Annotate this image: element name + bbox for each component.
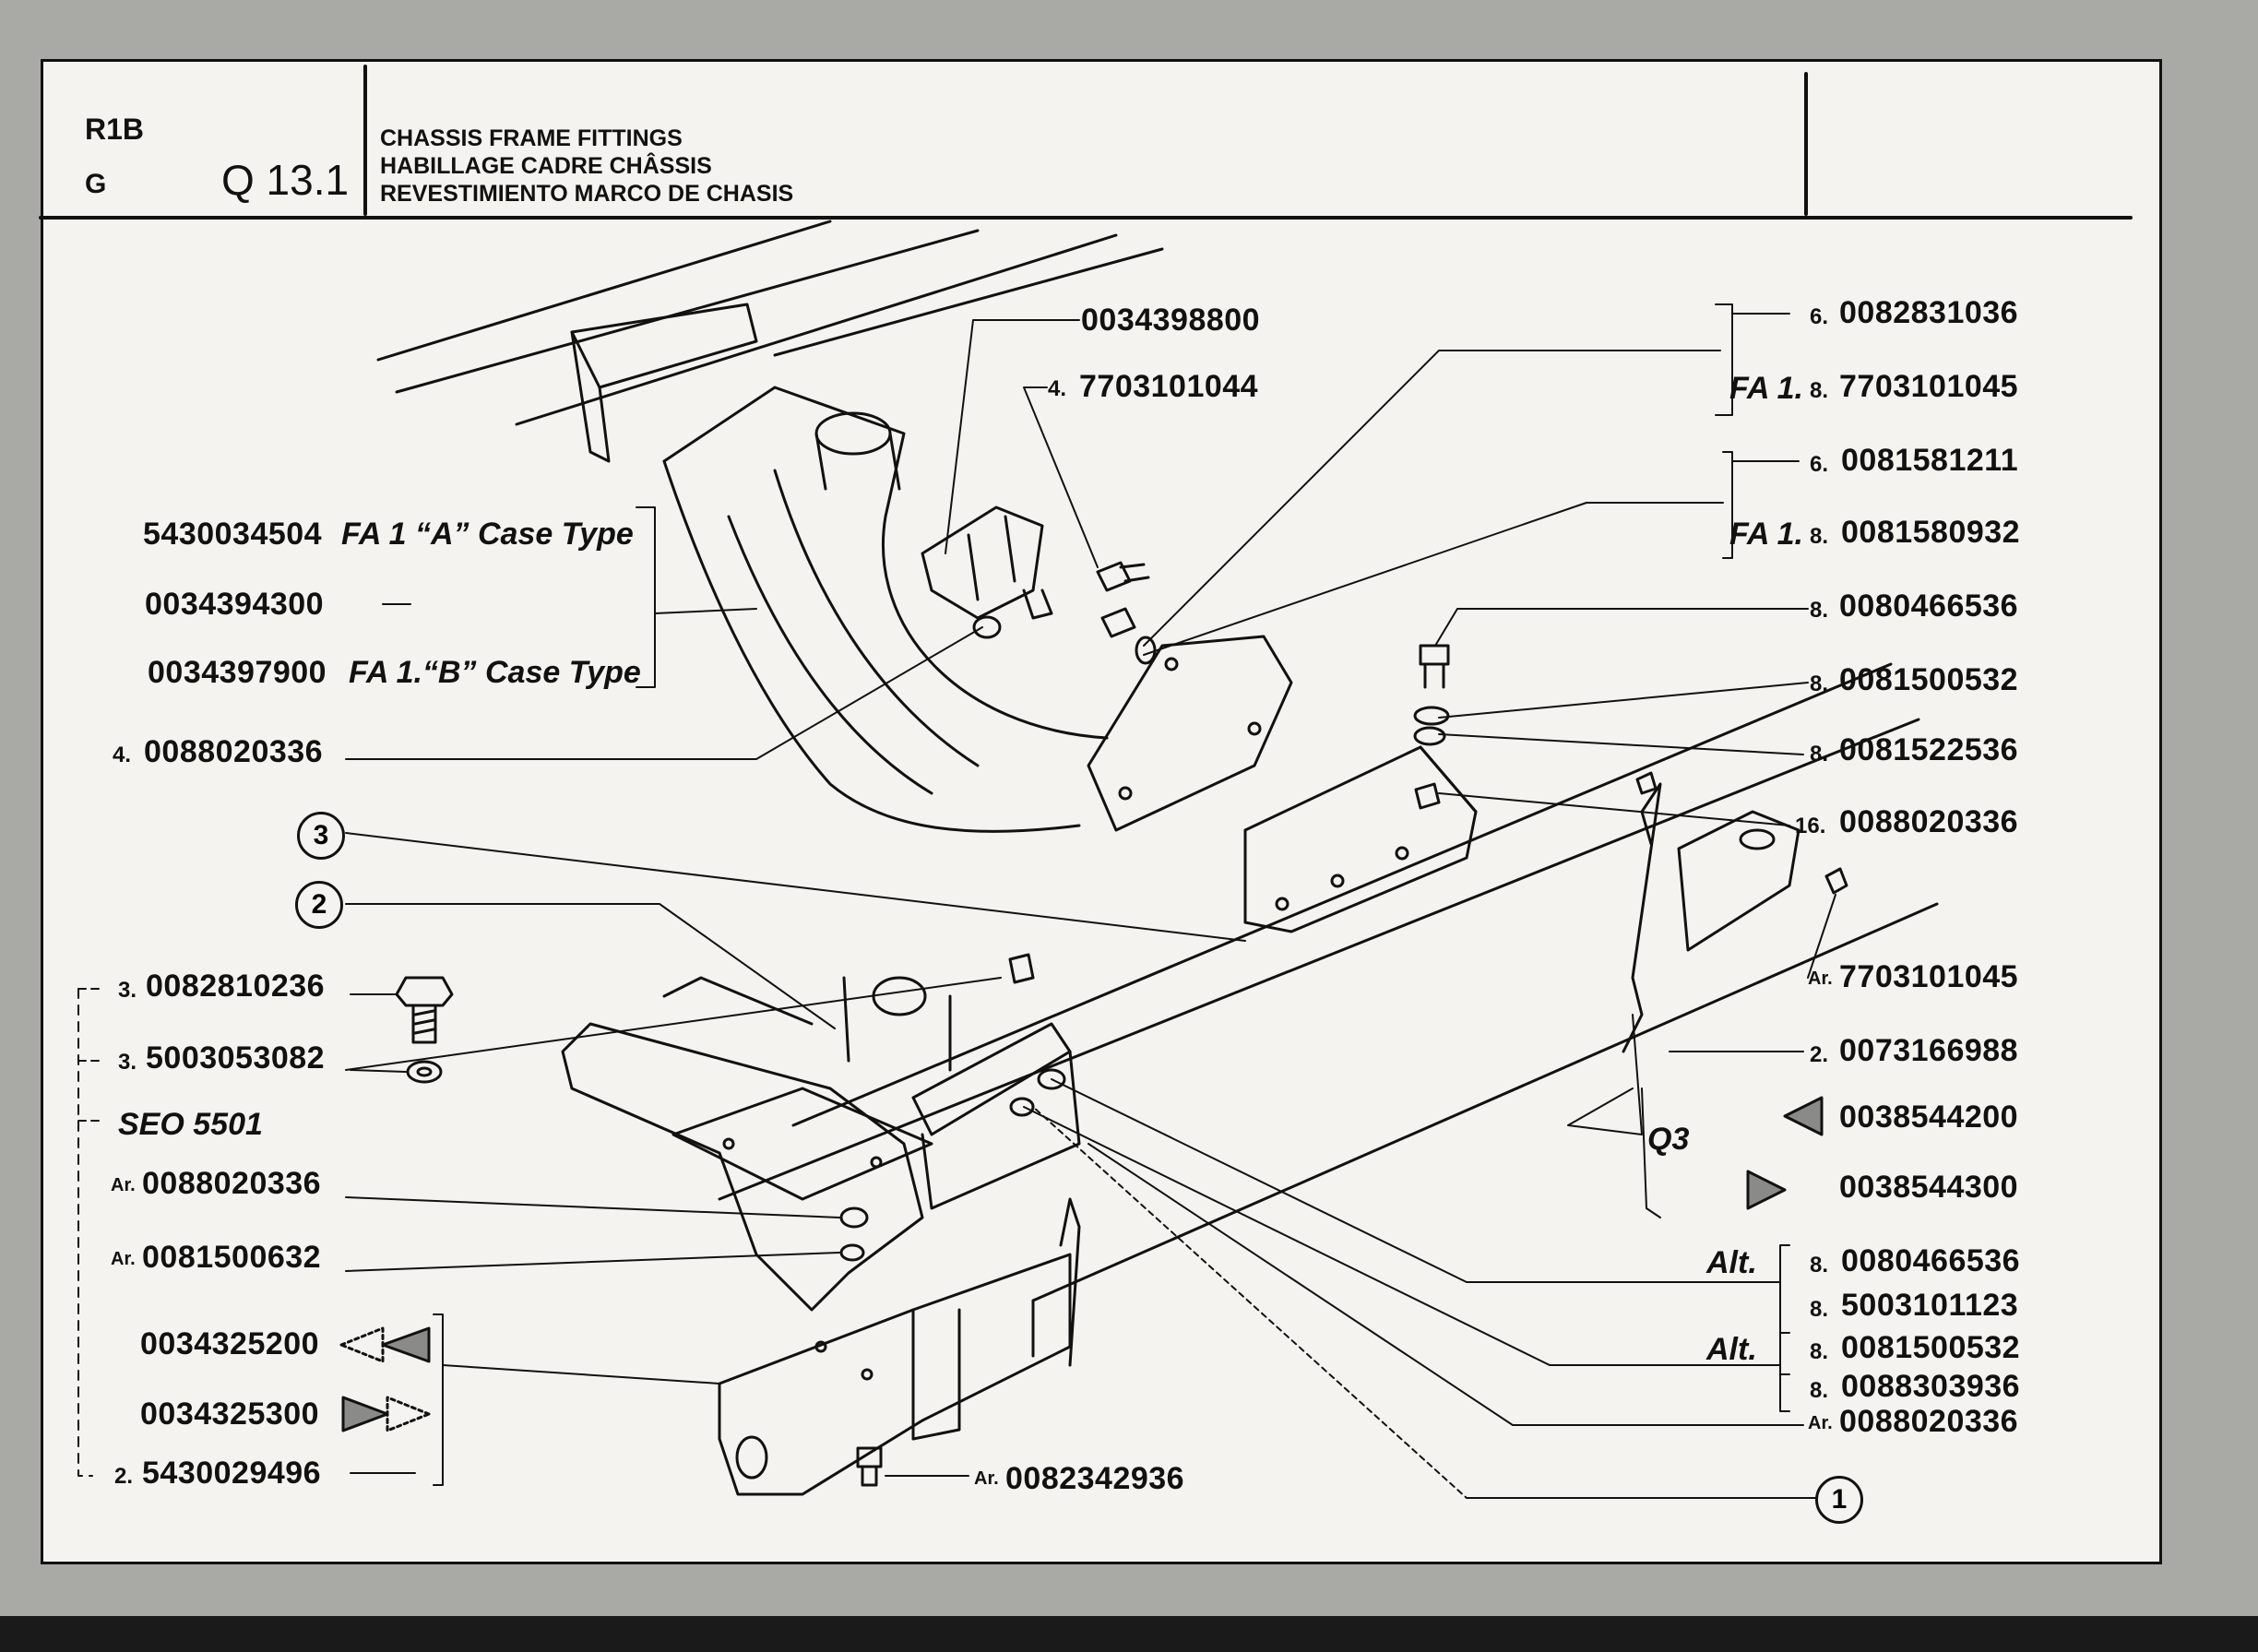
part-r11: 0038544200 (1839, 1099, 2019, 1135)
part-ar-0082342936: 0082342936 (1005, 1461, 1185, 1496)
left-arrow-icon (341, 1396, 389, 1432)
part-5430029496: 5430029496 (142, 1456, 322, 1491)
part-r2: 7703101045 (1839, 369, 2019, 404)
upper-chassis-rail (376, 220, 1164, 463)
variant-code: G (85, 169, 107, 199)
qty-r17: Ar. (1808, 1413, 1833, 1433)
part-r17: 0088020336 (1839, 1404, 2019, 1439)
qty-r9: Ar. (1808, 969, 1833, 989)
part-r14: 5003101123 (1841, 1288, 2019, 1323)
callout-1: 1 (1815, 1476, 1863, 1524)
part-r15: 0081500532 (1841, 1330, 2021, 1365)
arrow-symbols (339, 1096, 1824, 1432)
part-r10: 0073166988 (1839, 1033, 2019, 1068)
lower-tow-bracket (561, 953, 1081, 1312)
part-0034325200: 0034325200 (140, 1326, 320, 1361)
qty-ar-0088020336: Ar. (111, 1175, 136, 1195)
note-r2: FA 1. (1729, 371, 1803, 406)
note-seo-5501: SEO 5501 (118, 1107, 263, 1142)
tow-eye (718, 1253, 1072, 1496)
qty-r7: 8. (1810, 742, 1829, 767)
part-ar-0081500632: 0081500632 (142, 1240, 322, 1275)
title-es: REVESTIMIENTO MARCO DE CHASIS (380, 181, 794, 207)
part-7703101044: 7703101044 (1079, 369, 1259, 404)
title-fr: HABILLAGE CADRE CHÂSSIS (380, 153, 712, 179)
part-r9: 7703101045 (1839, 959, 2019, 994)
part-r3: 0081581211 (1841, 443, 2019, 478)
qty-r14: 8. (1810, 1297, 1829, 1322)
lower-chassis-frame (718, 662, 1939, 1367)
part-0034325300: 0034325300 (140, 1396, 320, 1432)
callout-2: 2 (295, 881, 343, 929)
note-alt-2: Alt. (1706, 1332, 1757, 1367)
leader-lines (77, 303, 1836, 1499)
part-5430034504: 5430034504 (143, 517, 323, 552)
right-mount-bracket (1243, 745, 1478, 933)
part-0034398800: 0034398800 (1081, 303, 1261, 338)
note-q3: Q3 (1647, 1122, 1690, 1157)
qty-5430029496: 2. (114, 1464, 134, 1489)
qty-r10: 2. (1810, 1042, 1829, 1067)
title-en: CHASSIS FRAME FITTINGS (380, 125, 683, 151)
left-fasteners (395, 976, 454, 1084)
qty-r8: 16. (1795, 814, 1826, 838)
part-r13: 0080466536 (1841, 1243, 2021, 1278)
qty-r2: 8. (1810, 378, 1829, 403)
part-r5: 0080466536 (1839, 588, 2019, 624)
part-r1: 0082831036 (1839, 295, 2019, 330)
page-code: Q 13.1 (221, 156, 350, 204)
scanner-edge (0, 1616, 2258, 1652)
part-r4: 0081580932 (1841, 515, 2021, 550)
part-0082810236: 0082810236 (146, 969, 326, 1004)
upper-bolts (972, 561, 1450, 810)
qty-r1: 6. (1810, 304, 1829, 329)
small-bracket (921, 505, 1053, 620)
part-r7: 0081522536 (1839, 732, 2019, 767)
part-r6: 0081500532 (1839, 662, 2019, 697)
part-0088020336-a: 0088020336 (144, 734, 324, 769)
note-case-type-a: FA 1 “A” Case Type (341, 517, 634, 552)
model-code: R1B (85, 113, 145, 146)
qty-r16: 8. (1810, 1378, 1829, 1403)
qty-ar-0082342936: Ar. (974, 1468, 999, 1489)
qty-0082810236: 3. (118, 978, 137, 1003)
part-r12: 0038544300 (1839, 1170, 2019, 1205)
qty-r15: 8. (1810, 1339, 1829, 1364)
qty-r6: 8. (1810, 671, 1829, 696)
parts-sheet (41, 59, 2162, 1564)
part-r16: 0088303936 (1841, 1369, 2021, 1404)
part-0034394300: 0034394300 (145, 587, 325, 622)
part-ar-0088020336: 0088020336 (142, 1166, 322, 1201)
callout-3: 3 (297, 812, 345, 860)
curved-body-fitting (662, 386, 1293, 833)
note-case-type-b: FA 1.“B” Case Type (349, 655, 641, 690)
qty-r3: 6. (1810, 452, 1829, 477)
qty-r4: 8. (1810, 524, 1829, 549)
qty-r5: 8. (1810, 598, 1829, 623)
part-5003053082: 5003053082 (146, 1040, 326, 1076)
part-0034397900: 0034397900 (148, 655, 327, 690)
qty-r13: 8. (1810, 1253, 1829, 1278)
qty-7703101044: 4. (1048, 376, 1067, 401)
part-r8: 0088020336 (1839, 804, 2019, 839)
note-alt-1: Alt. (1706, 1245, 1757, 1280)
note-r4: FA 1. (1729, 517, 1803, 552)
qty-0088020336-a: 4. (113, 743, 132, 767)
qty-5003053082: 3. (118, 1050, 137, 1075)
right-arrow-icon (381, 1326, 431, 1363)
qty-ar-0081500632: Ar. (111, 1249, 136, 1269)
